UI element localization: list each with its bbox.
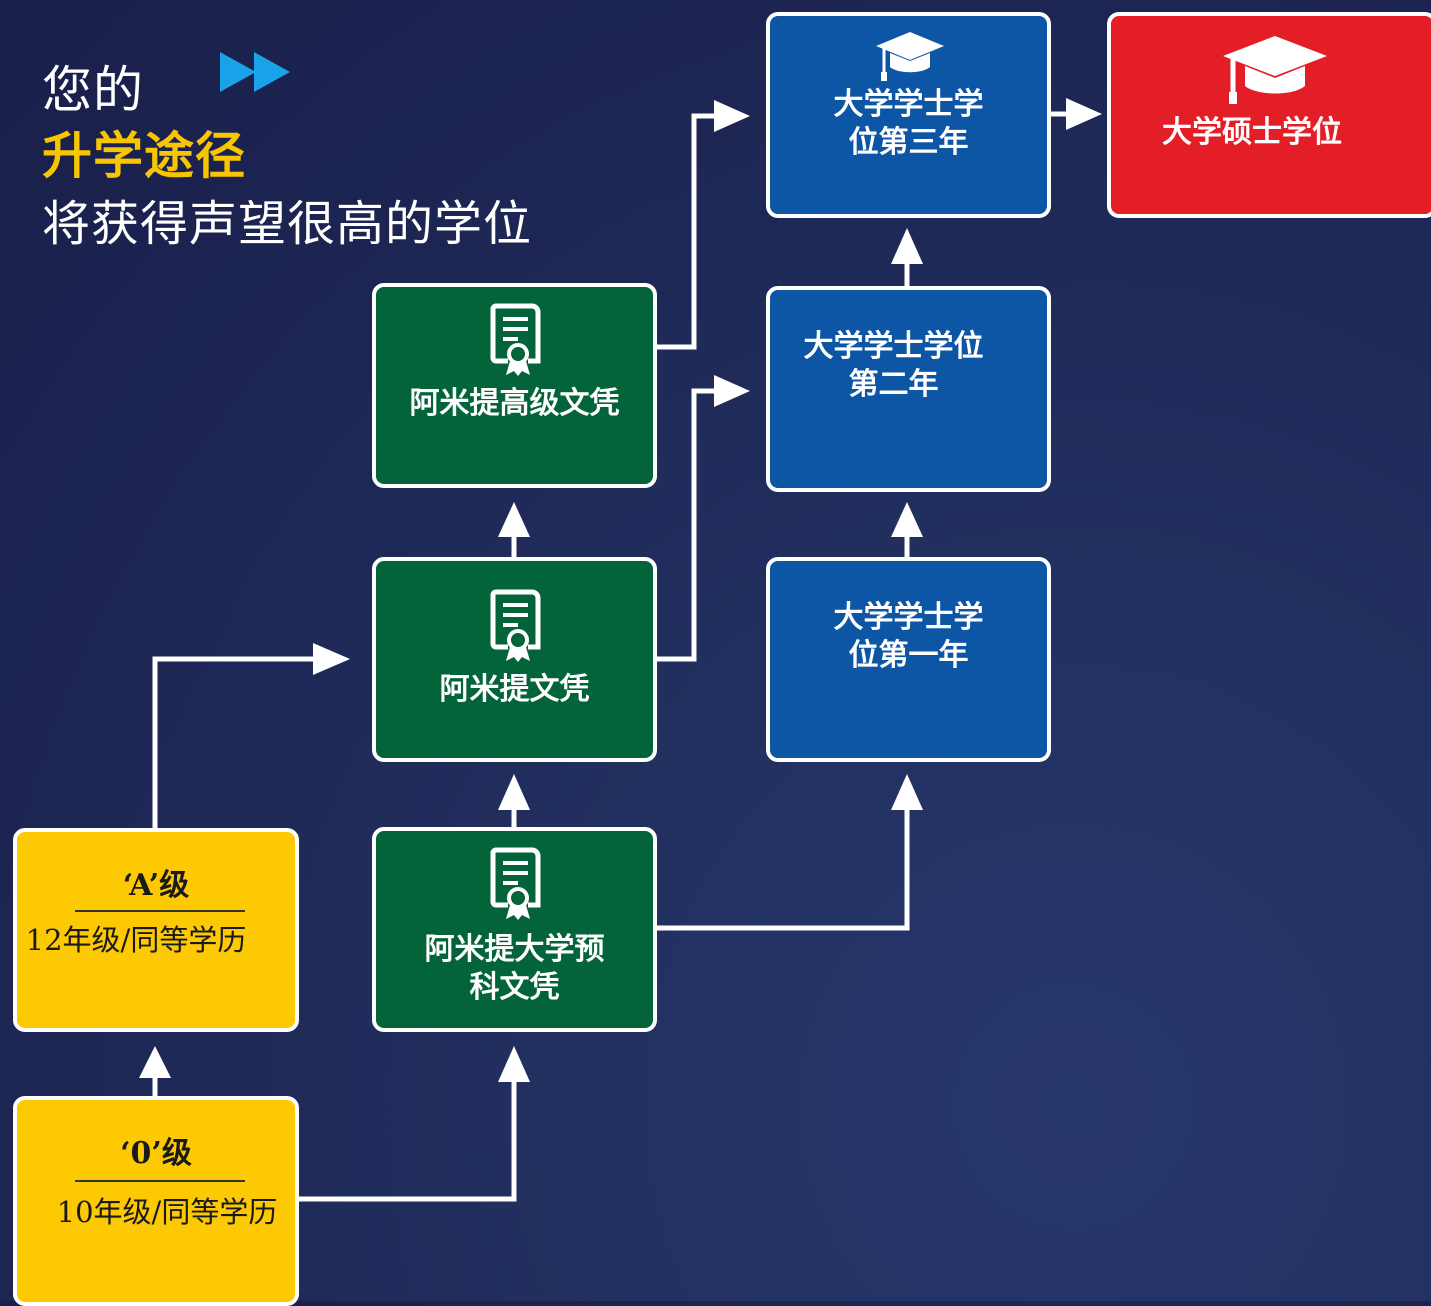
node-foundation-diploma: 阿米提大学预 科文凭 (372, 827, 657, 1032)
node-advanced-diploma: 阿米提高级文凭 (372, 283, 657, 488)
arrow-a-to-diploma (152, 656, 318, 830)
arrow-advanced-to-year3 (655, 113, 718, 350)
node-bachelor-year-1: 大学学士学 位第一年 (766, 557, 1051, 762)
arrow-o-to-foundation (297, 1080, 517, 1202)
advanced-diploma-label: 阿米提高级文凭 (409, 386, 620, 421)
a-level-title: ‘A’级 (122, 868, 190, 903)
node-diploma: 阿米提文凭 (372, 557, 657, 762)
node-a-level: ‘A’级 12年级/同等学历 (13, 828, 299, 1032)
headline-line-3: 将获得声望很高的学位 (42, 196, 533, 252)
o-level-divider (75, 1180, 245, 1182)
headline-line-2: 升学途径 (42, 127, 246, 185)
certificate-icon (490, 847, 541, 920)
arrow-foundation-to-year1 (655, 808, 910, 931)
arrow-diploma-to-year2 (655, 388, 718, 662)
bachelor-year-2-label: 大学学士学位 第二年 (803, 329, 984, 402)
headline-line-1: 您的 (42, 61, 144, 119)
graduation-cap-icon (876, 32, 944, 81)
master-label: 大学硕士学位 (1162, 115, 1342, 150)
diploma-label: 阿米提文凭 (439, 672, 590, 707)
graduation-cap-icon (1223, 36, 1327, 104)
node-bachelor-year-3: 大学学士学 位第三年 (766, 12, 1051, 218)
o-level-grade: 10年级/同等学历 (56, 1195, 278, 1229)
certificate-icon (490, 303, 541, 376)
node-master-degree: 大学硕士学位 (1107, 12, 1431, 218)
certificate-icon (490, 589, 541, 662)
foundation-label: 阿米提大学预 科文凭 (424, 932, 605, 1005)
bachelor-year-1-label: 大学学士学 位第一年 (833, 600, 984, 673)
o-level-title: ‘0’级 (120, 1136, 192, 1171)
node-bachelor-year-2: 大学学士学位 第二年 (766, 286, 1051, 492)
node-o-level: ‘0’级 10年级/同等学历 (13, 1096, 299, 1306)
bachelor-year-3-label: 大学学士学 位第三年 (833, 87, 984, 160)
a-level-grade: 12年级/同等学历 (25, 923, 247, 957)
fast-forward-icon (220, 52, 290, 92)
a-level-divider (75, 910, 245, 912)
